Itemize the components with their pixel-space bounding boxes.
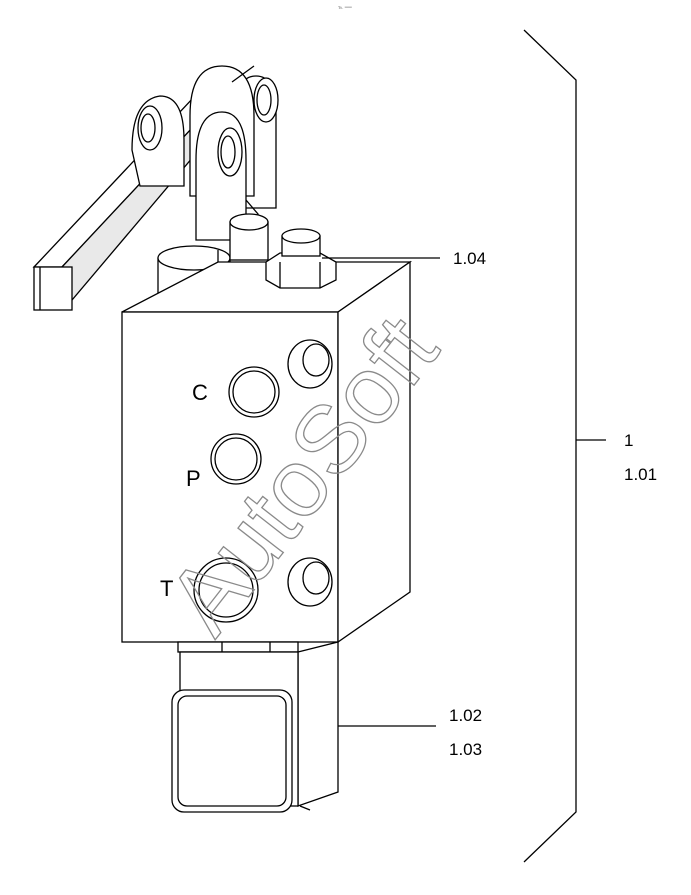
solenoid-coil [171,641,339,813]
clevis-fork-left [131,95,185,187]
callout-1-04: 1.04 [453,249,486,268]
clevis-fork-front [195,111,259,246]
callout-1-02: 1.02 [449,706,482,725]
port-label-p: P [186,466,201,491]
side-port-lower [287,557,333,607]
callout-1-01: 1.01 [624,465,657,484]
boss-right [229,213,269,261]
pin-with-hex-nut [265,228,337,289]
header-mark: ℡ ══ [337,5,352,11]
port-p [210,433,262,485]
callout-1: 1 [624,431,633,450]
port-c [228,366,280,418]
callout-1-03: 1.03 [449,740,482,759]
port-label-c: C [192,380,208,405]
side-port-upper [287,339,333,389]
leader-lines [322,29,606,863]
port-label-t: T [160,576,173,601]
port-t [193,557,259,623]
